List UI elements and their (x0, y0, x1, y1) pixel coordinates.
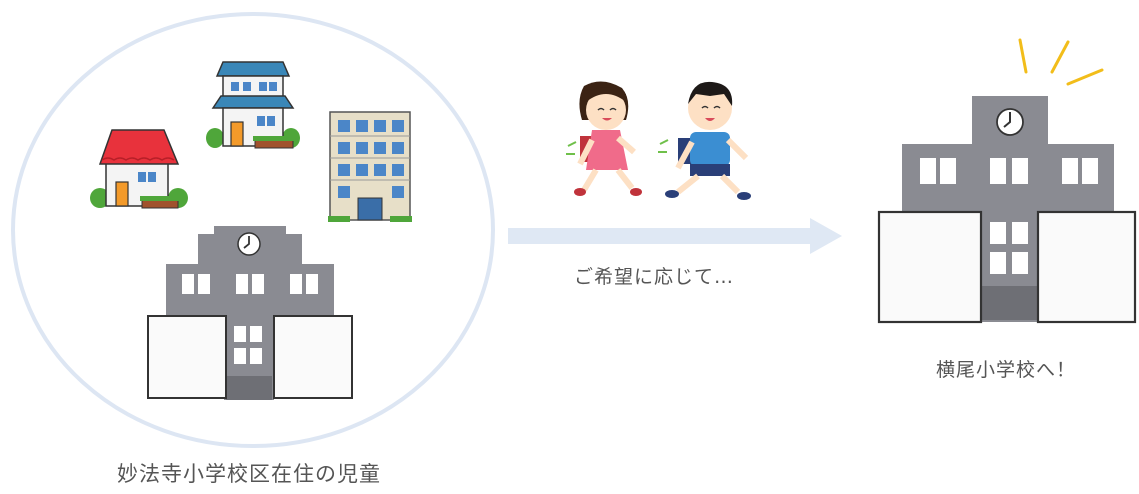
right-arrow-icon (508, 218, 842, 254)
resident-children-caption: 妙法寺小学校区在住の児童 (117, 462, 381, 486)
apartment-building-icon (328, 111, 412, 222)
as-requested-caption: ご希望に応じて… (574, 266, 735, 288)
school-building-icon (147, 226, 353, 400)
red-roof-house-icon (90, 129, 188, 209)
destination-school-caption: 横尾小学校へ！ (936, 359, 1077, 381)
walking-children-icon (566, 81, 751, 200)
sparkle-icon (1018, 38, 1104, 86)
district-circle (11, 12, 495, 448)
blue-roof-house-icon (206, 61, 300, 149)
school-building-icon (877, 96, 1137, 324)
